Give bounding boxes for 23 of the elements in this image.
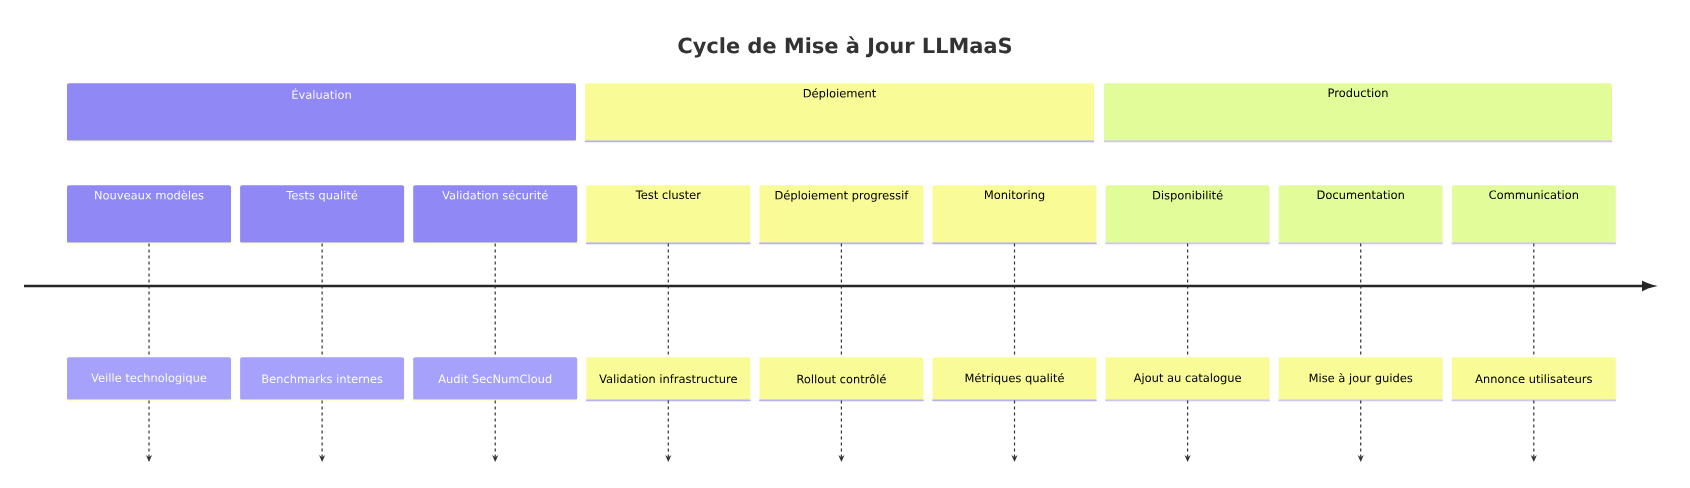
section-band: Production: [1103, 83, 1613, 143]
event-box: Audit SecNumCloud: [412, 357, 579, 402]
task-box: Communication: [1450, 185, 1617, 245]
task-box: Test cluster: [585, 185, 752, 245]
task-box: Disponibilité: [1104, 185, 1271, 245]
event-box: Métriques qualité: [931, 357, 1098, 402]
event-box: Ajout au catalogue: [1104, 357, 1271, 402]
task-box: Tests qualité: [239, 185, 406, 245]
section-band: Déploiement: [584, 83, 1095, 143]
event-box: Benchmarks internes: [239, 357, 406, 402]
task-box: Documentation: [1277, 185, 1444, 245]
event-box: Mise à jour guides: [1277, 357, 1444, 402]
section-band: Évaluation: [66, 83, 577, 143]
task-box: Monitoring: [931, 185, 1098, 245]
event-box: Annonce utilisateurs: [1450, 357, 1617, 402]
task-box: Déploiement progressif: [758, 185, 925, 245]
task-box: Nouveaux modèles: [66, 185, 232, 245]
event-box: Veille technologique: [66, 357, 232, 402]
dashed-arrow: [319, 399, 326, 462]
event-box: Validation infrastructure: [585, 357, 752, 402]
task-box: Validation sécurité: [412, 185, 579, 245]
title: Cycle de Mise à Jour LLMaaS: [678, 36, 1012, 58]
event-box: Rollout contrôlé: [758, 357, 925, 402]
